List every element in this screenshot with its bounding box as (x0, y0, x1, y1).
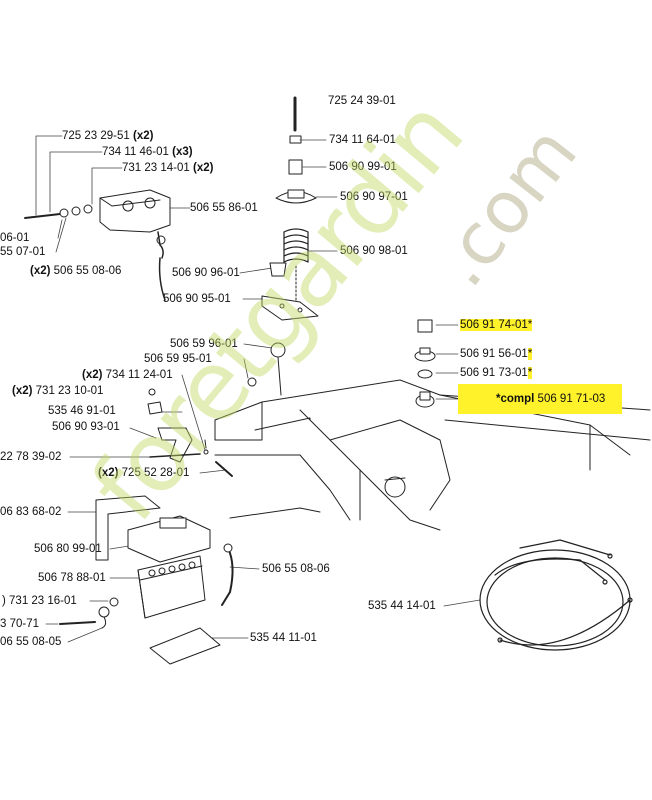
part-label: 535 44 14-01 (368, 600, 436, 612)
vertical-bolt (275, 96, 317, 301)
part-label: 506 90 98-01 (340, 245, 408, 257)
part-label: ) 731 23 16-01 (2, 595, 77, 607)
part-label: (x2) 725 52 28-01 (98, 467, 190, 479)
chassis-frame (214, 379, 651, 531)
battery-cover (127, 515, 211, 563)
part-label: 506 78 88-01 (38, 572, 106, 584)
part-506-90-96 (269, 262, 287, 277)
lower-bolts (59, 597, 119, 629)
bracket-part (261, 295, 319, 321)
part-label: 06 55 08-05 (0, 636, 62, 648)
part-label: 506 91 73-01* (460, 367, 533, 379)
part-label: 506 59 96-01 (170, 338, 238, 350)
part-label: 22 78 39-02 (0, 451, 62, 463)
part-label: 06 83 68-02 (0, 506, 62, 518)
part-label: (x2) 506 55 08-06 (30, 265, 122, 277)
part-label: 506 90 93-01 (52, 421, 120, 433)
wiring-harness (479, 539, 633, 651)
part-label: 734 11 46-01 (x3) (102, 146, 193, 158)
part-label: 506 59 95-01 (144, 353, 212, 365)
part-label: 506 80 99-01 (34, 543, 102, 555)
part-label: (x2) 731 23 10-01 (12, 385, 104, 397)
part-label: 734 11 64-01 (329, 134, 396, 146)
part-label: (x2) 734 11 24-01 (82, 369, 173, 381)
part-label: 3 70-71 (0, 618, 40, 630)
battery (137, 555, 206, 619)
control-knob (247, 342, 286, 396)
part-label: 06-01 (0, 232, 30, 244)
gear-cluster (414, 319, 436, 408)
part-label: 506 90 97-01 (340, 191, 408, 203)
part-label: 535 46 91-01 (48, 405, 116, 417)
part-label: 506 90 95-01 (163, 293, 231, 305)
part-label: 506 91 74-01* (460, 319, 533, 331)
part-label: 506 90 99-01 (329, 161, 397, 173)
part-label: *compl 506 91 71-03 (496, 393, 606, 405)
solenoid-assembly (24, 189, 171, 301)
part-label: 731 23 14-01 (x2) (122, 162, 214, 174)
battery-cable (221, 547, 234, 606)
part-label: 506 55 86-01 (190, 202, 258, 214)
part-label: 506 90 96-01 (172, 267, 240, 279)
battery-mat (149, 627, 221, 665)
part-label: 55 07-01 (0, 246, 46, 258)
leader-lines-topleft (35, 135, 191, 253)
battery-bracket (95, 495, 161, 561)
part-label: 506 55 08-06 (262, 563, 330, 575)
part-label: 535 44 11-01 (250, 632, 317, 644)
highlight-box (458, 384, 622, 414)
small-hardware (147, 388, 233, 477)
part-label: 725 23 29-51 (x2) (62, 130, 154, 142)
part-label: 725 24 39-01 (328, 95, 396, 107)
part-label: 506 91 56-01* (460, 348, 533, 360)
